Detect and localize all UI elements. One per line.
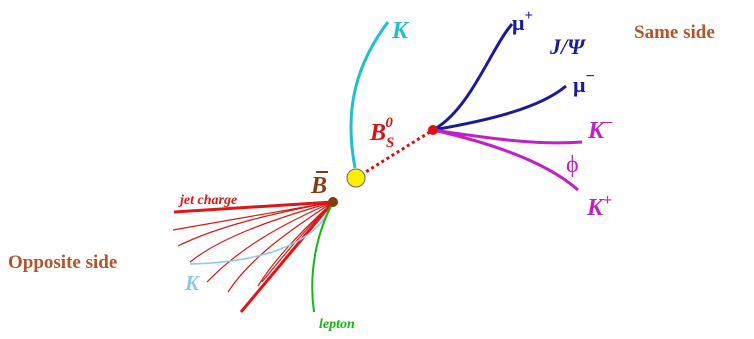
lepton-track [311, 201, 334, 313]
k-minus-sup: − [604, 115, 613, 132]
phi-label: ϕ [566, 152, 579, 178]
mu-plus-base: μ [512, 10, 525, 35]
k-plus-sup: + [603, 192, 612, 209]
mu-plus-track [432, 23, 514, 132]
bs-decay-vertex [428, 125, 438, 135]
opposite-side-label: Opposite side [8, 252, 117, 273]
opposite-kaon-label: K [184, 271, 201, 295]
primary-vertex [346, 168, 366, 188]
mu-plus-label: μ+ [512, 8, 533, 35]
bs-sub: S [386, 135, 394, 151]
jet-tracks [172, 200, 335, 313]
k-plus-track [432, 128, 579, 192]
k-plus-base: K [586, 195, 605, 221]
bs-flight-line [355, 128, 434, 180]
k-minus-track [432, 128, 583, 145]
bs-sup: 0 [385, 115, 393, 131]
bs-label: BS 0 [369, 115, 394, 151]
mu-minus-sup: − [585, 68, 594, 85]
mu-minus-base: μ [573, 72, 586, 97]
bbar-label-group: B [310, 171, 328, 199]
k-minus-base: K [587, 118, 606, 144]
bbar-label: B [310, 173, 327, 199]
same-side-label: Same side [634, 22, 715, 43]
jpsi-label: J/Ψ [549, 34, 586, 59]
bbar-decay-vertex [328, 197, 338, 207]
k-plus-label: K+ [586, 192, 612, 221]
k-minus-label: K− [587, 115, 613, 144]
lepton-label: lepton [319, 317, 355, 332]
mu-plus-sup: + [524, 8, 533, 24]
mu-minus-label: μ− [573, 68, 595, 97]
same-side-kaon-label: K [391, 18, 410, 44]
mu-minus-track [432, 84, 567, 132]
bs-base: B [369, 120, 386, 146]
same-side-kaon-track [349, 21, 390, 169]
jet-charge-label: jet charge [178, 193, 237, 208]
